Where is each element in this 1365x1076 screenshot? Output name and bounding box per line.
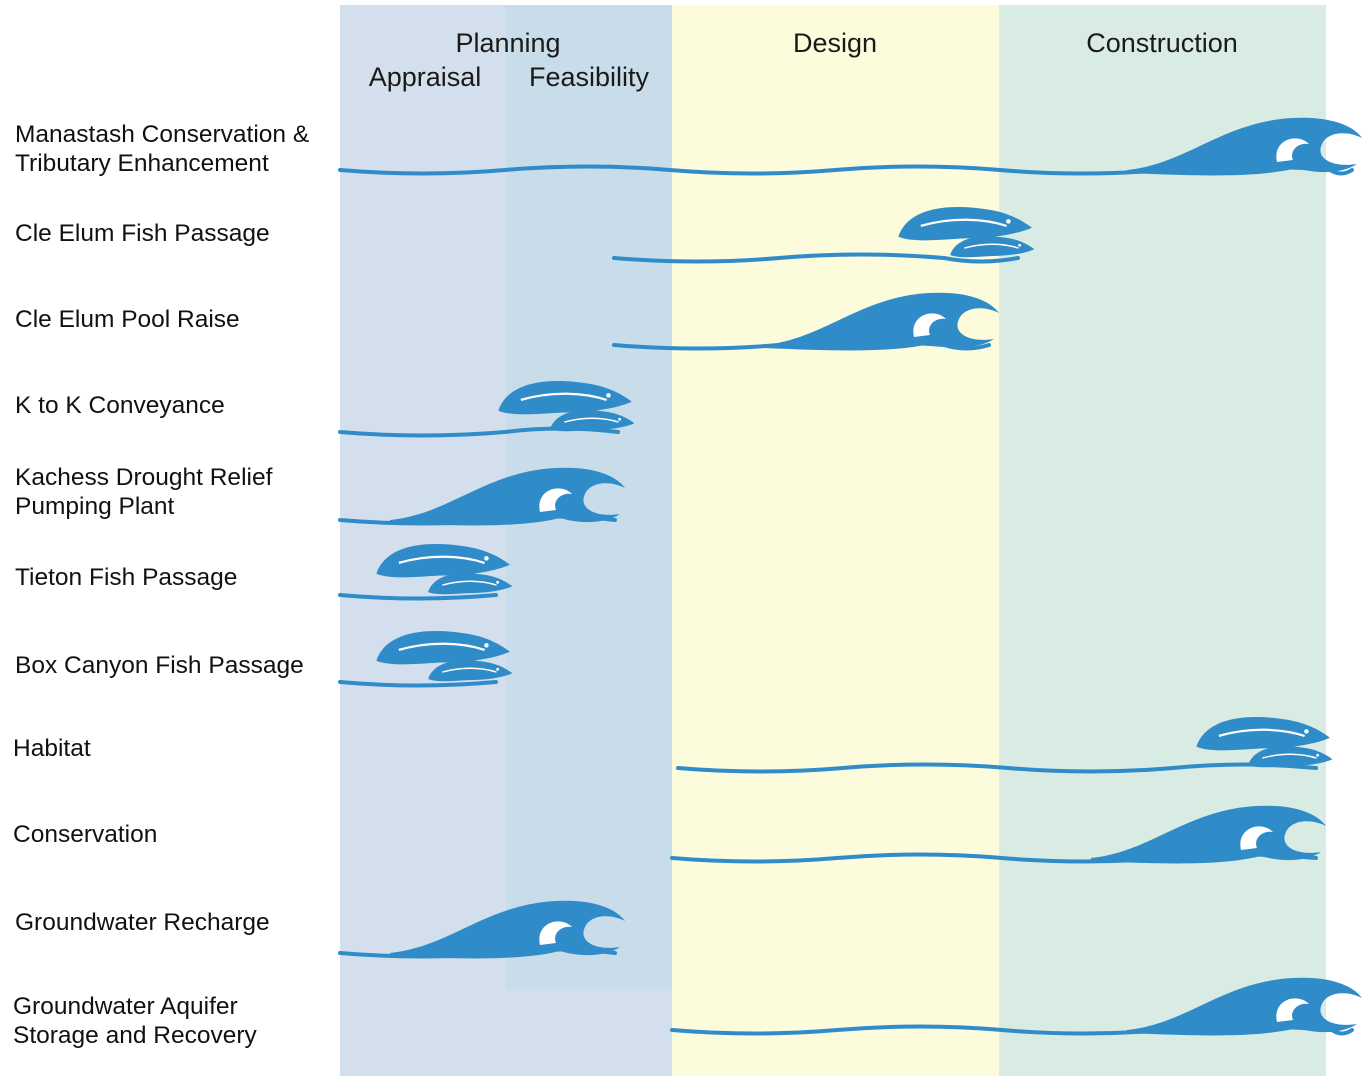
project-progress-row [338,117,1362,176]
fish-stripe [398,555,485,564]
fish-stripe [1218,728,1305,737]
project-label-line1: Kachess Drought Relief [15,464,273,491]
project-label-habitat: Habitat [13,735,91,762]
wave-curl [1240,826,1273,850]
fish-eye [484,643,489,648]
construction-header: Construction [1086,28,1238,58]
project-label-k-to-k: K to K Conveyance [15,392,225,419]
project-label-groundwater-recharge: Groundwater Recharge [15,909,270,936]
project-label-line1: Groundwater Aquifer [13,993,238,1020]
wave-curl [539,488,572,512]
salmon-icon [376,544,510,578]
fish-stripe [964,243,1019,249]
progress-line [338,680,498,688]
wave-curl [1276,138,1309,162]
fish-eye [1018,243,1022,247]
fish-stripe [1262,753,1317,759]
project-progress-row [612,292,999,351]
project-label-line1: Manastash Conservation & [15,121,310,148]
fish-stripe [442,667,497,673]
appraisal-column [340,5,506,1076]
fish-eye [1006,219,1011,224]
wave-curl [913,313,946,337]
salmon-icon [898,207,1032,241]
project-progress-row [670,977,1362,1036]
project-label-kachess: Kachess Drought Relief Pumping Plant [15,463,272,521]
wave-icon [390,900,625,959]
fish-eye [484,556,489,561]
fish-eye [1304,729,1309,734]
salmon-icon [1196,717,1330,751]
fish-stripe [564,417,619,423]
salmon-small-icon [1248,746,1333,768]
fish-eye [1316,753,1320,757]
wave-curl [539,921,572,945]
fish-eye [496,580,500,584]
salmon-small-icon [428,660,513,682]
project-progress-row [338,381,635,438]
wave-icon [1091,805,1326,864]
fish-eye [618,417,622,421]
wave-icon [764,292,999,351]
progress-line [612,252,1020,264]
project-label-line2: Storage and Recovery [13,1022,257,1049]
project-progress-row [338,544,513,601]
project-label-groundwater-aquifer: Groundwater Aquifer Storage and Recovery [13,992,257,1050]
project-label-box-canyon: Box Canyon Fish Passage [15,652,304,679]
project-progress-row [338,900,625,959]
wave-curl [1276,998,1309,1022]
salmon-small-icon [550,410,635,432]
project-progress-row [670,805,1326,864]
salmon-small-icon [428,573,513,595]
wave-icon [390,467,625,526]
salmon-icon [498,381,632,415]
project-label-cle-elum-fish: Cle Elum Fish Passage [15,220,270,247]
fish-stripe [920,218,1007,227]
design-header: Design [792,28,878,58]
salmon-small-icon [950,236,1035,258]
wave-icon [1127,977,1362,1036]
project-label-manastash: Manastash Conservation & Tributary Enhan… [15,120,309,178]
appraisal-header: Appraisal [368,62,482,92]
project-progress-row [612,207,1035,264]
progress-line [676,762,1318,774]
fish-stripe [520,392,607,401]
project-progress-row [338,631,513,688]
wave-icon [1127,117,1362,176]
design-column [672,5,999,1076]
fish-eye [606,393,611,398]
fish-eye [496,667,500,671]
feasibility-header: Feasibility [528,62,650,92]
progress-line [338,593,498,601]
project-progress-row [676,717,1333,774]
project-label-conservation: Conservation [13,821,158,848]
project-label-line2: Tributary Enhancement [15,150,269,177]
project-label-tieton: Tieton Fish Passage [15,564,238,591]
project-progress-row [338,467,625,526]
construction-column [999,5,1326,1076]
fish-stripe [398,642,485,651]
project-label-line2: Pumping Plant [15,493,175,520]
feasibility-column-tail [506,989,672,1076]
salmon-icon [376,631,510,665]
planning-header: Planning [455,28,561,58]
project-label-cle-elum-pool: Cle Elum Pool Raise [15,306,240,333]
fish-stripe [442,580,497,586]
